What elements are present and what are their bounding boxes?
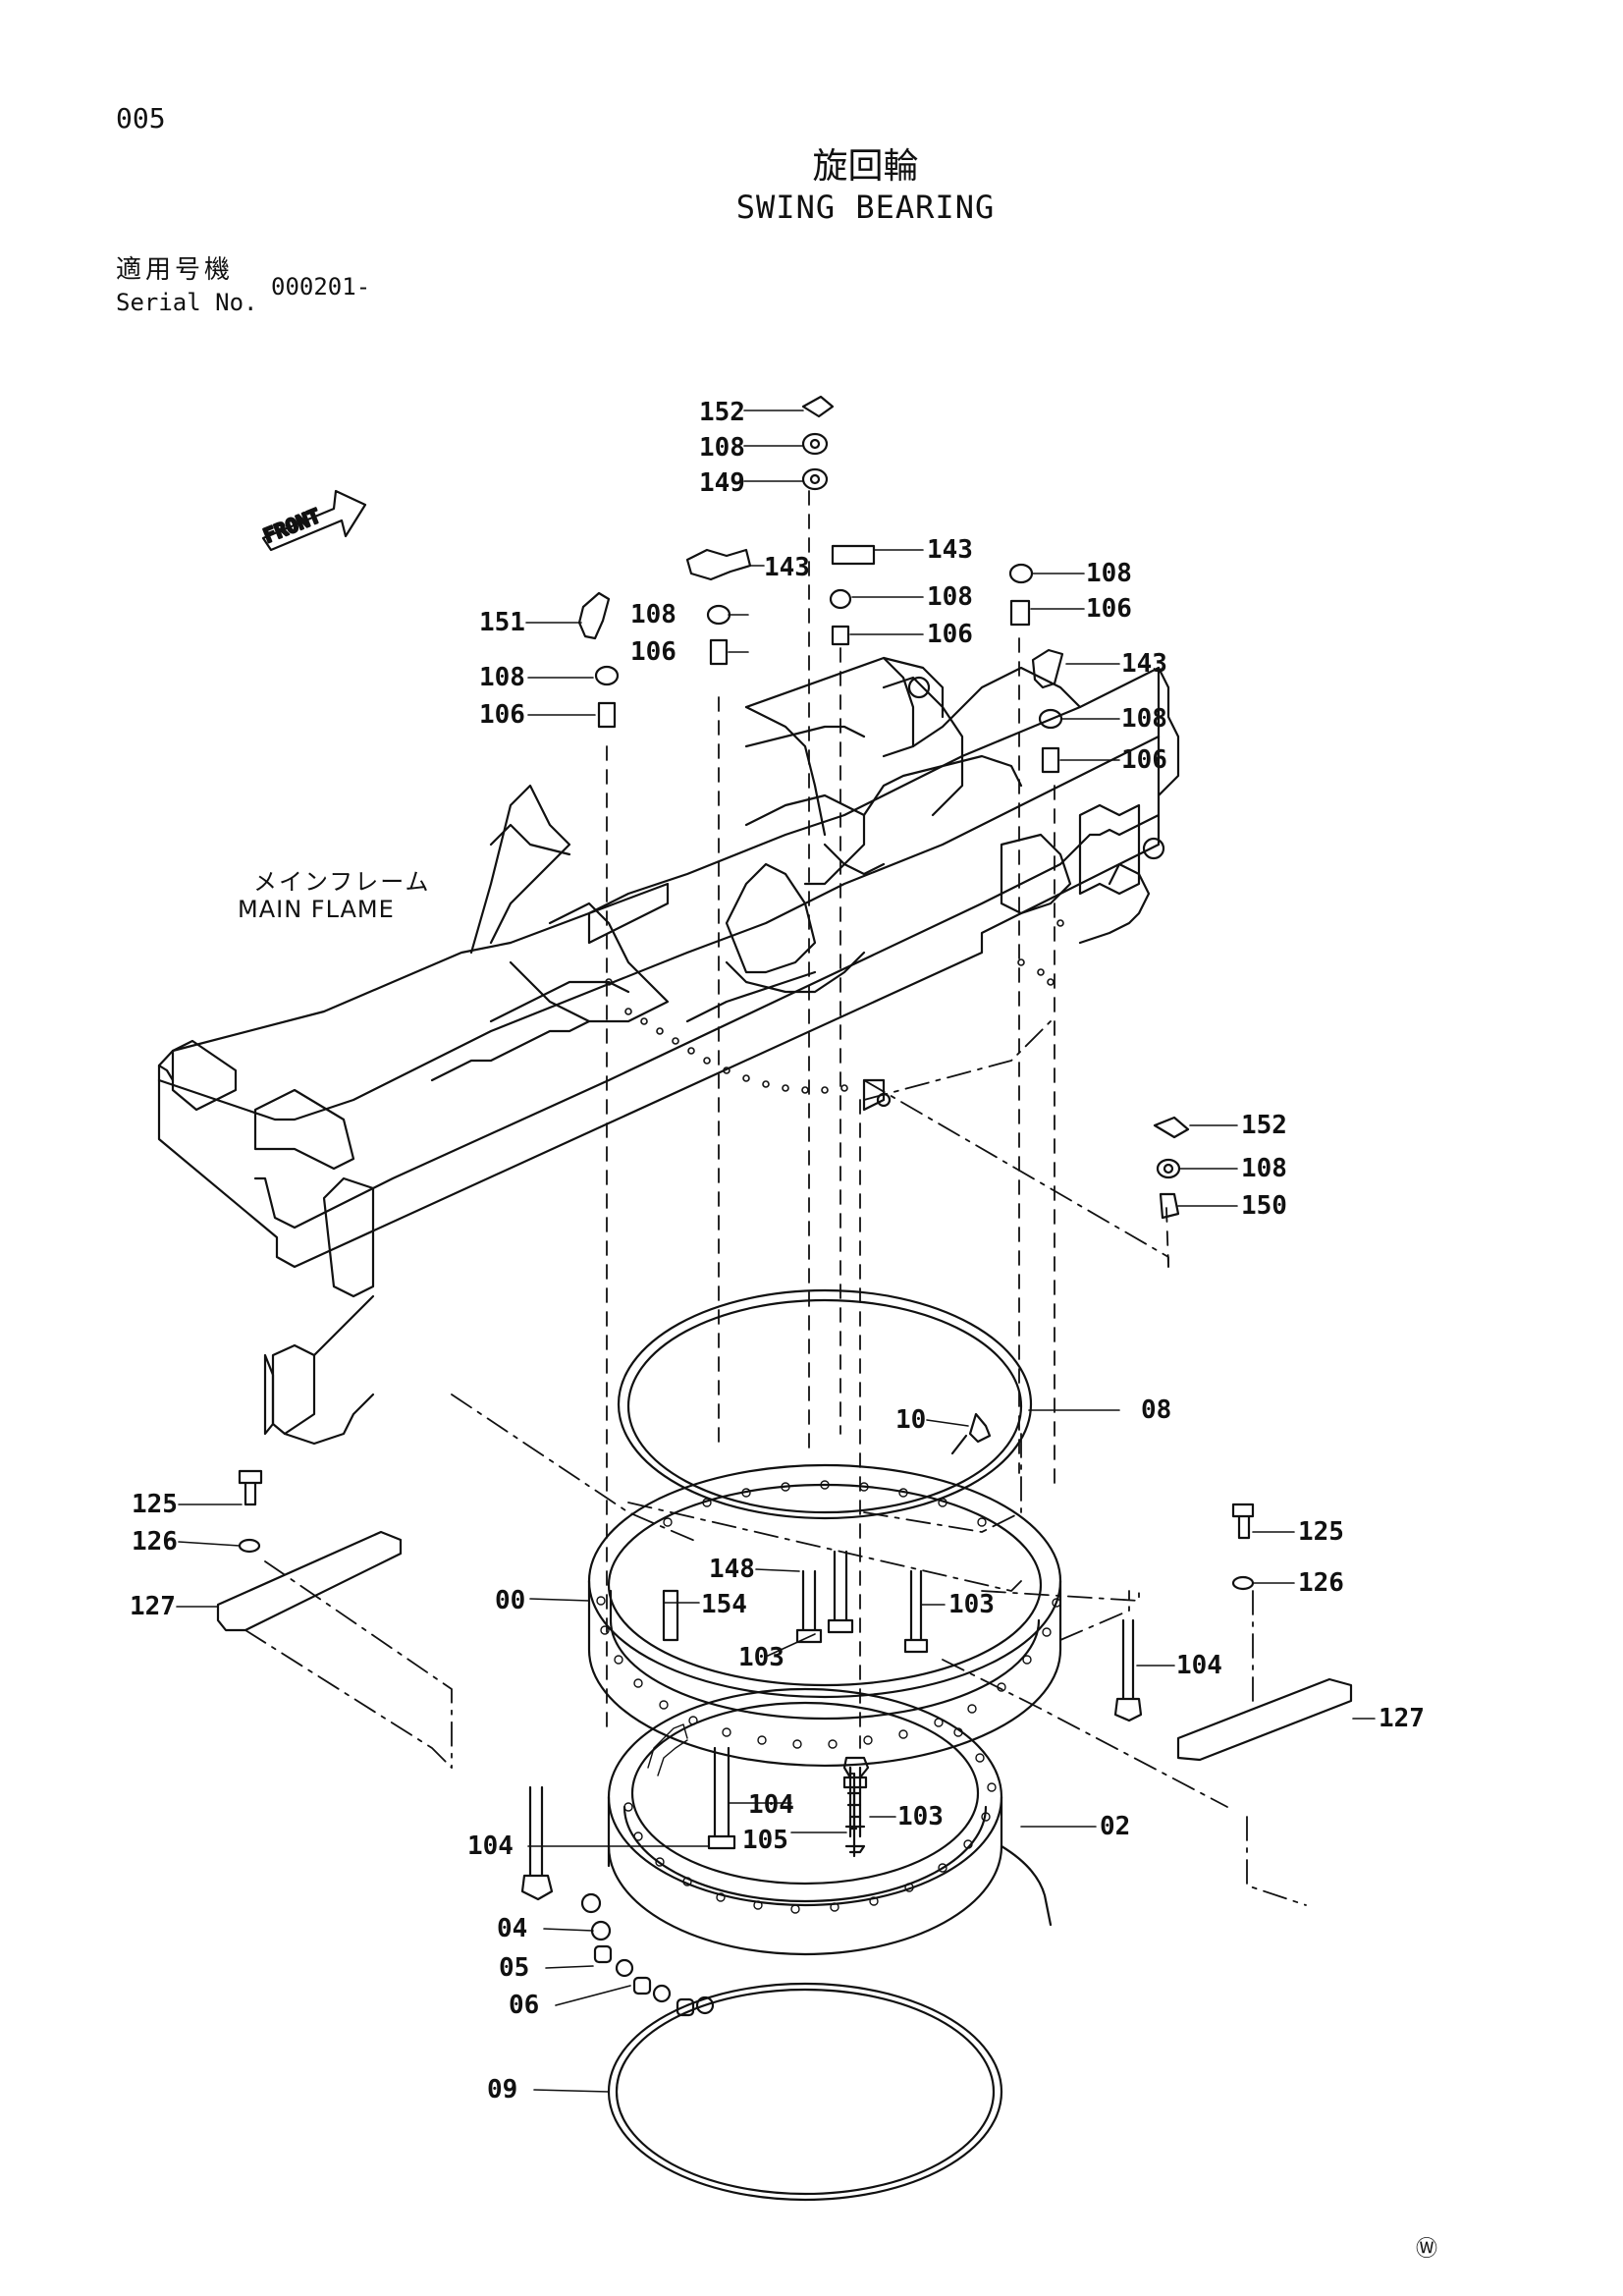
part-label-p104b: 104 (748, 1790, 794, 1820)
serial-number-value: 000201- (271, 273, 371, 301)
bolts (238, 1412, 1255, 1901)
part-label-p143b: 143 (927, 535, 973, 565)
part-label-p108b: 108 (927, 582, 973, 612)
page-number: 005 (116, 102, 166, 135)
part-label-p154: 154 (701, 1590, 747, 1619)
frame-hole-dots (605, 919, 1064, 1094)
part-label-p106f: 106 (1121, 745, 1167, 775)
part-label-p143a: 143 (764, 553, 810, 582)
main-frame-label-japanese: メインフレーム (253, 868, 431, 896)
outer-race-00 (587, 1463, 1062, 1768)
part-label-p106c: 106 (1086, 594, 1132, 624)
part-label-p106d: 106 (630, 637, 676, 667)
o-ring-09 (607, 1982, 1003, 2202)
part-label-p09: 09 (487, 2075, 517, 2105)
part-label-p108e: 108 (479, 663, 525, 692)
main-frame-drawing (157, 656, 1180, 1446)
part-label-p104c: 104 (467, 1831, 514, 1861)
serial-label-english: Serial No. (116, 289, 258, 316)
front-arrow-icon: FRONT (259, 489, 367, 552)
part-label-p00: 00 (495, 1586, 525, 1615)
part-label-p126a: 126 (132, 1527, 178, 1557)
leader-lines (176, 410, 1376, 2093)
part-label-p127b: 127 (1379, 1704, 1425, 1733)
inner-race-seal (607, 1844, 1053, 1927)
part-label-p106b: 106 (927, 620, 973, 649)
part-label-p05: 05 (499, 1953, 529, 1983)
part-label-p10: 10 (895, 1405, 926, 1435)
part-label-p148: 148 (709, 1555, 755, 1584)
part-label-p108a: 108 (699, 433, 745, 463)
part-label-p104a: 104 (1176, 1651, 1222, 1680)
part-label-p106e: 106 (479, 700, 525, 730)
part-label-p143c: 143 (1121, 649, 1167, 679)
plates-127 (216, 1530, 1353, 1762)
part-label-p103a: 103 (738, 1643, 784, 1672)
inner-race-teeth (623, 1723, 997, 1914)
part-label-p152a: 152 (699, 398, 745, 427)
serial-label-japanese: 適用号機 (116, 255, 235, 285)
part-label-p108f: 108 (1121, 704, 1167, 734)
part-label-p149: 149 (699, 468, 745, 498)
outer-race-holes (596, 1480, 1061, 1749)
part-label-p08: 08 (1141, 1395, 1171, 1425)
part-labels: 152 108 149 143 143 108 106 108 106 151 … (130, 398, 1425, 2105)
part-label-p152b: 152 (1241, 1111, 1287, 1140)
part-label-p02: 02 (1100, 1812, 1130, 1841)
seal-ring-08 (617, 1288, 1033, 1520)
part-label-p06: 06 (509, 1991, 539, 2020)
part-label-p04: 04 (497, 1914, 527, 1943)
part-label-p108d: 108 (630, 600, 676, 629)
part-label-p103c: 103 (897, 1802, 944, 1831)
title-japanese: 旋回輪 (812, 146, 919, 187)
main-frame-label-english: MAIN FLAME (238, 896, 395, 923)
part-label-p127a: 127 (130, 1592, 176, 1621)
part-label-p125a: 125 (132, 1490, 178, 1519)
assembly-lines (606, 490, 1169, 1749)
part-label-p108g: 108 (1241, 1154, 1287, 1183)
title-english: SWING BEARING (735, 189, 996, 226)
part-label-p126b: 126 (1298, 1568, 1344, 1598)
part-label-p108c: 108 (1086, 559, 1132, 588)
bearing-balls (580, 1892, 715, 2017)
part-label-p125b: 125 (1298, 1517, 1344, 1547)
inner-race-02 (607, 1687, 1003, 1956)
part-label-p150: 150 (1241, 1191, 1287, 1221)
reference-lines (244, 1020, 1307, 1906)
part-label-p151: 151 (479, 608, 525, 637)
part-label-p105: 105 (742, 1826, 788, 1855)
corner-mark: Ⓦ (1416, 2237, 1438, 2262)
part-label-p103b: 103 (948, 1590, 995, 1619)
